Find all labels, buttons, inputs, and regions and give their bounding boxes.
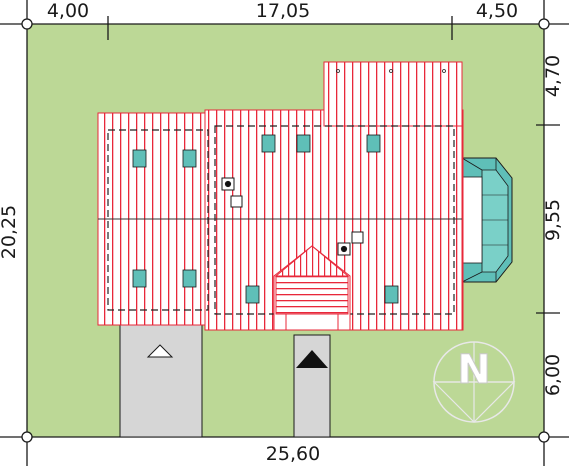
compass-north-letter: N xyxy=(457,347,490,393)
right-dimension-line xyxy=(536,0,560,466)
skylight xyxy=(182,269,197,288)
dim-top-right: 4,50 xyxy=(476,0,518,22)
winter-garden xyxy=(461,157,513,283)
corner-markers xyxy=(21,18,550,443)
chimney xyxy=(351,231,364,244)
wall-outline xyxy=(107,125,455,315)
dim-top-middle: 17,05 xyxy=(256,0,310,22)
annex-markers xyxy=(336,69,446,73)
dim-left: 20,25 xyxy=(0,205,20,259)
corner-marker-bottom-right xyxy=(538,431,550,443)
entrance-arrow-icon xyxy=(296,350,328,368)
skylights xyxy=(132,134,399,304)
corner-marker-bottom-left xyxy=(21,431,33,443)
roof-annex xyxy=(323,61,463,127)
driveway-arrow-icon xyxy=(146,344,174,358)
skylight xyxy=(132,269,147,288)
skylight xyxy=(384,285,399,304)
chimneys xyxy=(221,177,364,256)
dim-bottom: 25,60 xyxy=(266,443,320,465)
corner-marker-top-left xyxy=(21,18,33,30)
skylight xyxy=(261,134,276,153)
top-dimension-line xyxy=(0,16,569,40)
skylight xyxy=(182,149,197,168)
chimney xyxy=(230,195,243,208)
garage-driveway xyxy=(119,317,203,438)
skylight xyxy=(245,285,260,304)
corner-marker-top-right xyxy=(538,18,550,30)
entrance-gable xyxy=(273,245,351,331)
dim-right-middle: 9,55 xyxy=(542,199,564,241)
dim-top-left: 4,00 xyxy=(47,0,89,22)
skylight xyxy=(366,134,381,153)
compass-icon: N xyxy=(432,341,516,423)
skylight xyxy=(132,149,147,168)
skylight xyxy=(296,134,311,153)
dim-right-bottom: 6,00 xyxy=(542,354,564,396)
dim-right-top: 4,70 xyxy=(542,55,564,97)
